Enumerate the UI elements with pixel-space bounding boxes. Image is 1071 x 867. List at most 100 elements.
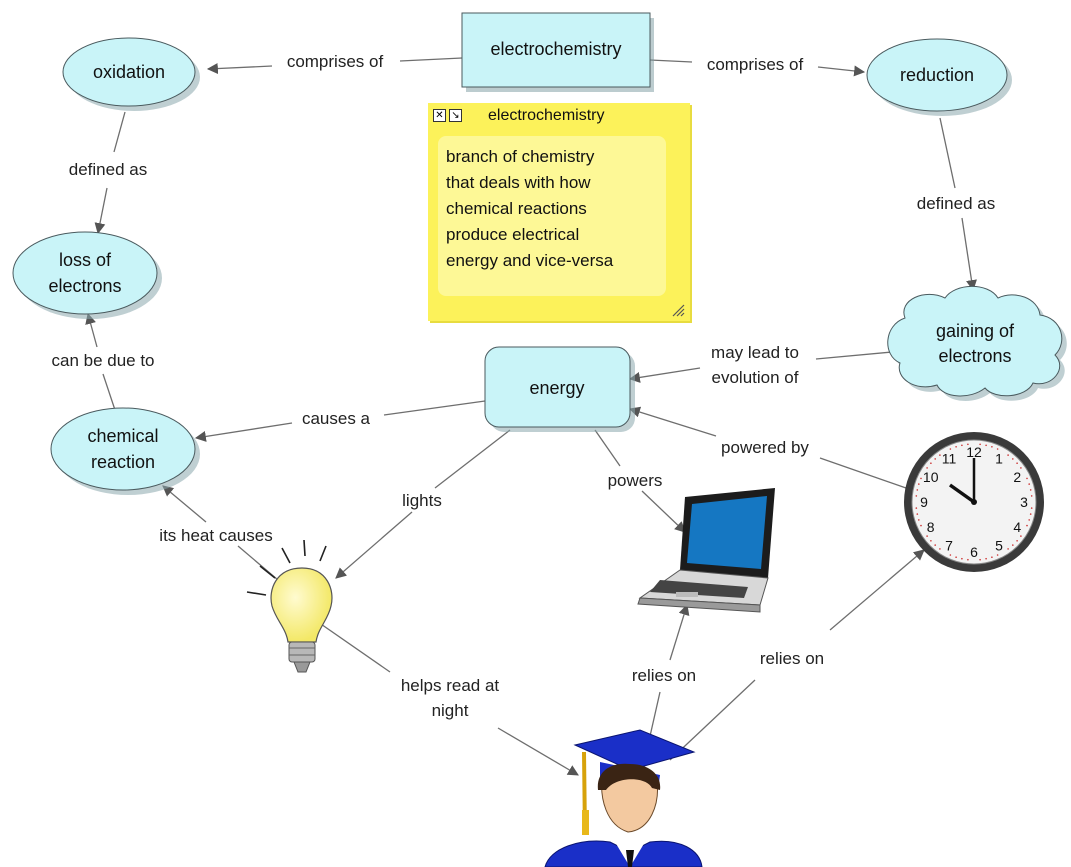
sticky-note[interactable]: ✕ ↘ electrochemistry branch of chemistry… xyxy=(428,103,690,321)
clock-tick xyxy=(1016,540,1018,542)
clock-tick xyxy=(916,513,919,515)
clock-tick xyxy=(1016,462,1018,465)
clock-tick xyxy=(967,558,969,561)
connector-arrow xyxy=(206,63,273,75)
connector-line xyxy=(649,59,693,63)
clock-number: 10 xyxy=(923,469,939,485)
link-label: evolution of xyxy=(712,368,799,387)
connector-arrow xyxy=(669,603,690,661)
node-label: energy xyxy=(529,378,584,398)
note-line: energy and vice-versa xyxy=(446,251,614,270)
connector-arrow xyxy=(628,367,701,383)
clock-number: 1 xyxy=(995,451,1003,467)
link-label: helps read at xyxy=(401,676,500,695)
clock-tick xyxy=(939,454,941,456)
clock-tick xyxy=(915,495,918,497)
node-loss-of-electrons[interactable]: loss of electrons xyxy=(12,231,162,319)
clock-number: 3 xyxy=(1020,494,1028,510)
clock-tick xyxy=(934,544,936,546)
graduate-icon[interactable] xyxy=(544,729,703,867)
connector-arrow xyxy=(817,65,866,77)
link-label: comprises of xyxy=(287,52,384,71)
clock-tick xyxy=(1020,467,1022,469)
connector-line xyxy=(819,457,907,489)
clock-tick xyxy=(985,557,987,560)
connector-arrow xyxy=(85,312,98,348)
connector-line xyxy=(939,117,956,189)
clock-tick xyxy=(967,443,969,446)
connector-line xyxy=(669,679,756,761)
clock-tick xyxy=(926,535,928,537)
node-label: reaction xyxy=(91,452,155,472)
clock-number: 7 xyxy=(945,537,953,553)
node-label: electrons xyxy=(938,346,1011,366)
link-label: causes a xyxy=(302,409,371,428)
clock-tick xyxy=(979,558,981,561)
clock-tick xyxy=(955,446,957,448)
node-electrochemistry[interactable]: electrochemistry xyxy=(461,12,654,92)
clock-tick xyxy=(1030,507,1033,509)
connector-arrow xyxy=(497,727,579,776)
clock-tick xyxy=(939,548,941,550)
link-label: comprises of xyxy=(707,55,804,74)
node-label: oxidation xyxy=(93,62,165,82)
node-label: reduction xyxy=(900,65,974,85)
clock-number: 9 xyxy=(920,494,928,510)
clock-tick xyxy=(1012,544,1014,546)
link-label: lights xyxy=(402,491,442,510)
node-gaining-of-electrons[interactable]: gaining of electrons xyxy=(887,285,1067,401)
node-label: electrochemistry xyxy=(490,39,621,59)
connector-arrow xyxy=(829,549,925,631)
connector-arrow xyxy=(194,422,293,442)
connector-line xyxy=(113,111,126,153)
clock-number: 12 xyxy=(966,444,982,460)
resize-grip-icon[interactable] xyxy=(671,303,685,317)
clock-tick xyxy=(996,554,999,556)
link-labels: comprises of comprises of defined as def… xyxy=(51,52,995,720)
clock-tick xyxy=(979,443,981,446)
clock-number: 2 xyxy=(1013,469,1021,485)
clock-number: 4 xyxy=(1013,519,1021,535)
node-label: gaining of xyxy=(936,321,1015,341)
laptop-icon[interactable] xyxy=(637,488,775,613)
connector-arrow xyxy=(628,406,717,437)
link-label: defined as xyxy=(917,194,995,213)
connector-arrow xyxy=(94,187,108,235)
connector-arrow xyxy=(641,490,686,533)
clock-tick xyxy=(961,444,963,447)
clock-tick xyxy=(1007,454,1009,456)
connector-lines xyxy=(85,57,977,776)
node-oxidation[interactable]: oxidation xyxy=(62,37,200,111)
clock-tick xyxy=(918,483,920,485)
clock-tick xyxy=(916,489,919,491)
link-label: can be due to xyxy=(51,351,154,370)
link-label: powered by xyxy=(721,438,809,457)
connector-line xyxy=(434,429,511,489)
node-energy[interactable]: energy xyxy=(484,346,635,432)
note-text: branch of chemistry that deals with how … xyxy=(446,144,668,274)
clock-number: 5 xyxy=(995,537,1003,553)
clock-tick xyxy=(1029,513,1032,515)
node-label: chemical xyxy=(87,426,158,446)
clock-tick xyxy=(961,557,963,560)
clock-tick xyxy=(918,519,920,521)
clock-tick xyxy=(949,554,952,556)
node-chemical-reaction[interactable]: chemical reaction xyxy=(50,407,200,495)
expand-icon[interactable]: ↘ xyxy=(449,109,462,122)
clock-tick xyxy=(996,448,999,450)
connector-line xyxy=(383,400,486,416)
connector-line xyxy=(815,351,893,360)
note-title: electrochemistry xyxy=(488,107,605,124)
clock-tick xyxy=(1029,489,1032,491)
close-icon[interactable]: ✕ xyxy=(433,109,446,122)
clock-number: 11 xyxy=(942,451,957,467)
link-label: defined as xyxy=(69,160,147,179)
note-title-bar[interactable]: ✕ ↘ electrochemistry xyxy=(428,103,690,129)
clock-tick xyxy=(1026,477,1028,480)
lightbulb-icon[interactable] xyxy=(246,539,333,673)
clock-tick xyxy=(926,467,928,469)
node-reduction[interactable]: reduction xyxy=(866,38,1012,116)
clock-tick xyxy=(1026,524,1028,527)
